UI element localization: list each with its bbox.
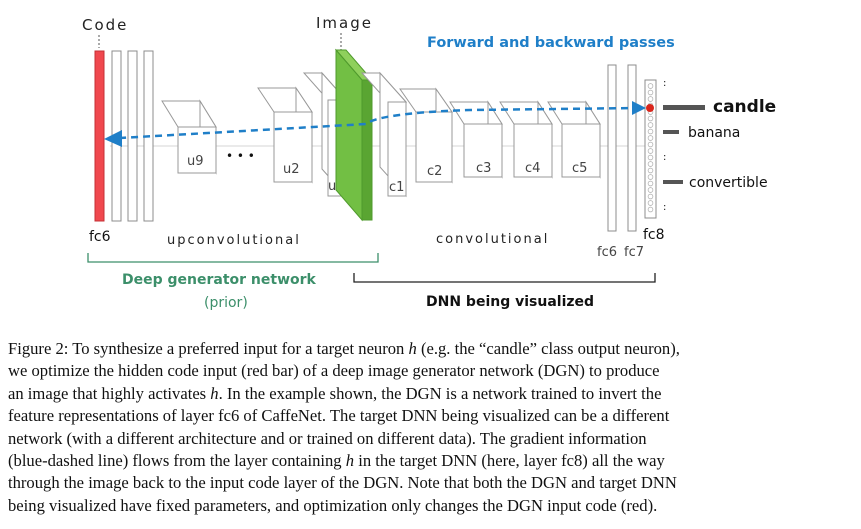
generator-brace	[87, 253, 379, 263]
fc8-neuron	[647, 83, 654, 89]
code-label: Code	[82, 16, 128, 34]
layer-c2	[399, 87, 453, 184]
fc8-neurons	[647, 83, 654, 213]
fc8-neuron	[647, 115, 654, 122]
layer-u9	[161, 99, 217, 175]
fc8-neuron	[647, 187, 654, 193]
fc8-neuron	[647, 135, 654, 141]
fc8-neuron	[647, 174, 654, 180]
dnn-visualized-label: DNN being visualized	[426, 294, 594, 310]
caption-line-3: an image that highly activates h. In the…	[8, 383, 662, 403]
fc8-neuron	[647, 200, 654, 206]
image-label: Image	[316, 14, 373, 32]
caption-line-6: (blue-dashed line) flows from the layer …	[8, 451, 665, 471]
prior-label: (prior)	[204, 295, 248, 311]
c1-label: c1	[389, 180, 404, 195]
dnn-fc7-layer	[627, 64, 637, 232]
fc8-neuron	[647, 96, 654, 102]
fc8-dots-bot: :	[663, 202, 666, 213]
u2-label: u2	[283, 162, 300, 177]
dnn-brace	[353, 273, 656, 283]
fc6-right-label: fc6	[597, 245, 617, 260]
fc8-neuron	[647, 122, 654, 128]
fc6-left-label: fc6	[89, 229, 111, 245]
u9-label: u9	[187, 154, 204, 169]
layer-c1	[360, 71, 408, 198]
fc8-neuron	[647, 154, 654, 161]
deep-generator-label: Deep generator network	[122, 272, 317, 288]
candle-bar	[663, 105, 705, 110]
network-diagram: Code fc6 u9 • • • u2 u1 Image c	[82, 14, 776, 311]
caption-line-8: being visualized have fixed parameters, …	[8, 495, 658, 515]
figure-caption: Figure 2: To synthesize a preferred inpu…	[8, 338, 856, 517]
code-bar	[94, 50, 105, 222]
dnn-fc6-layer	[607, 64, 617, 232]
fc8-label: fc8	[643, 227, 665, 243]
c5-label: c5	[572, 161, 587, 176]
c2-label: c2	[427, 164, 442, 179]
fc8-neuron	[647, 193, 654, 200]
candle-neuron	[646, 104, 654, 112]
gradient-path	[119, 106, 641, 140]
fc8-dots-top: :	[663, 78, 666, 89]
banana-label: banana	[688, 125, 740, 141]
fc8-neuron	[647, 180, 654, 187]
caption-line-2: we optimize the hidden code input (red b…	[8, 361, 660, 381]
fc7-label: fc7	[624, 245, 644, 260]
fc8-neuron	[647, 206, 654, 213]
left-arrowhead	[104, 130, 122, 147]
fc8-neuron	[647, 89, 654, 96]
fc8-dots-mid: :	[663, 152, 666, 163]
caption-line-1: Figure 2: To synthesize a preferred inpu…	[8, 339, 680, 358]
convertible-label: convertible	[689, 175, 768, 191]
caption-line-7: through the image back to the input code…	[8, 473, 677, 493]
layer-c3	[449, 100, 503, 179]
ellipsis-dots: • • •	[226, 149, 255, 163]
upconvolutional-label: upconvolutional	[167, 233, 301, 248]
fc8-neuron	[647, 167, 654, 174]
forward-backward-label: Forward and backward passes	[427, 35, 675, 51]
layer-c4	[499, 100, 553, 179]
c4-label: c4	[525, 161, 540, 176]
fc8-neuron	[647, 141, 654, 148]
c3-label: c3	[476, 161, 491, 176]
convolutional-label: convolutional	[436, 232, 549, 247]
banana-bar	[663, 130, 679, 134]
layer-u2	[257, 86, 313, 184]
fc8-neuron	[647, 148, 654, 154]
candle-label: candle	[713, 97, 776, 117]
caption-line-5: network (with a different architecture a…	[8, 428, 647, 448]
right-arrowhead	[632, 101, 646, 115]
fc8-neuron	[647, 128, 654, 135]
fc8-neuron	[647, 161, 654, 167]
caption-line-4: feature representations of layer fc6 of …	[8, 406, 670, 426]
convertible-bar	[663, 180, 683, 184]
